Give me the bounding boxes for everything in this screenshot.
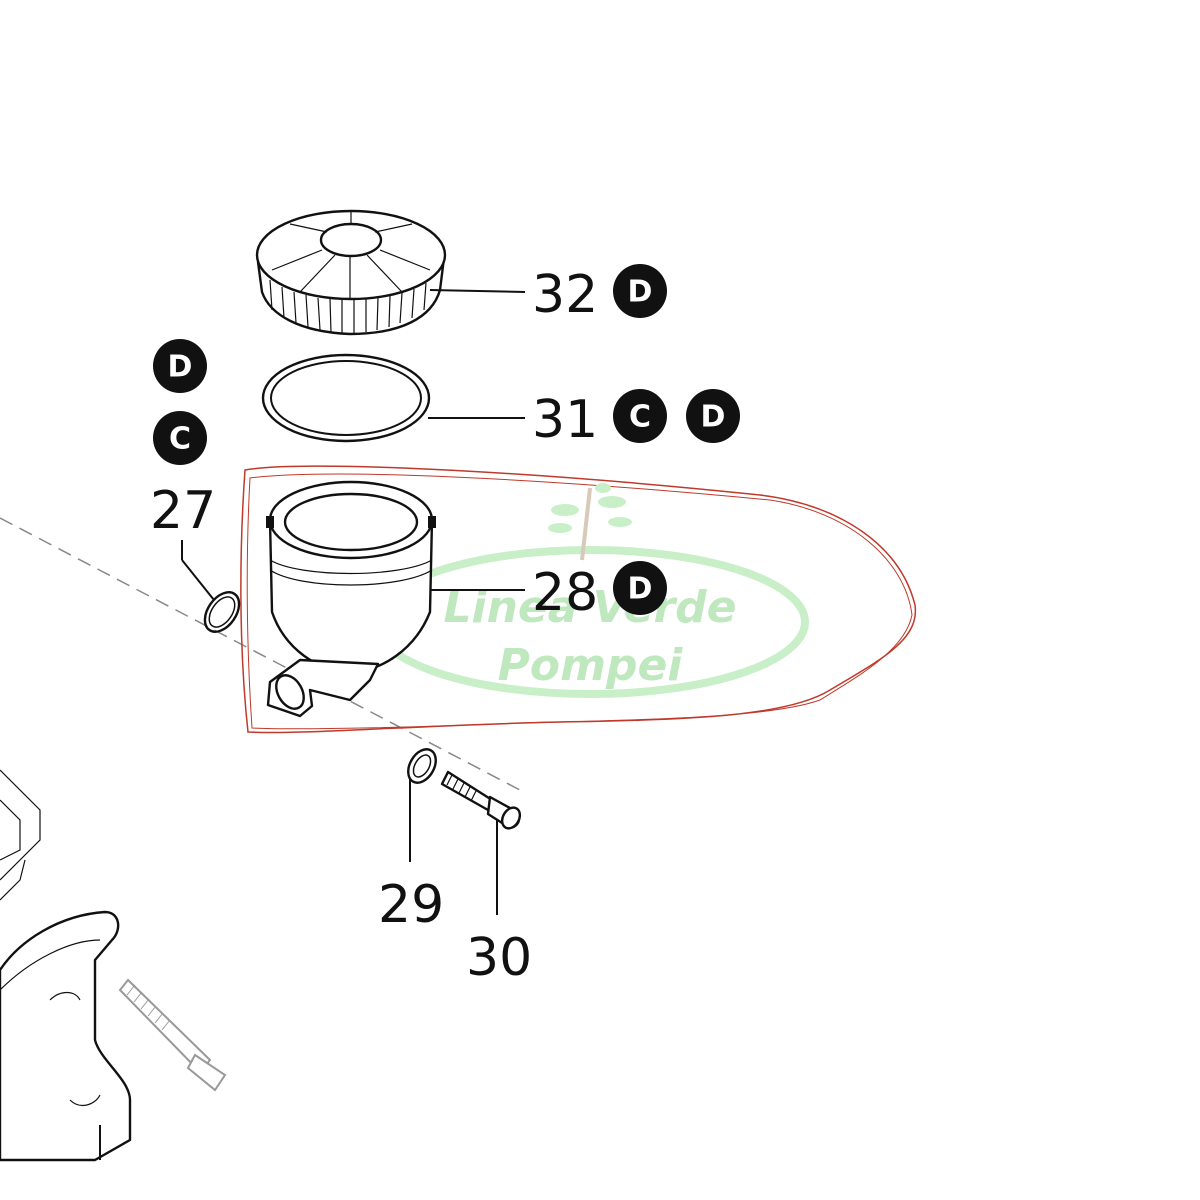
- badge-27-c: C: [153, 411, 207, 465]
- leader-32: [429, 289, 526, 293]
- badge-27-d: D: [153, 339, 207, 393]
- callout-32-number: 32: [532, 265, 598, 325]
- callout-28-number: 28: [532, 563, 598, 623]
- callout-30-number: 30: [466, 928, 532, 988]
- badge-28-d: D: [613, 561, 667, 615]
- bracket-bolt: [118, 978, 227, 1092]
- svg-text:D: D: [628, 572, 653, 607]
- axis-dashed-line: [0, 517, 521, 791]
- svg-text:C: C: [169, 422, 191, 457]
- svg-text:D: D: [628, 275, 653, 310]
- callout-27-number: 27: [150, 481, 216, 541]
- part-29-washer: [407, 748, 437, 784]
- tree-icon: [548, 483, 632, 561]
- part-32-cap: [255, 209, 447, 336]
- svg-text:D: D: [701, 400, 726, 435]
- svg-text:C: C: [629, 400, 651, 435]
- badge-32-d: D: [613, 264, 667, 318]
- badge-31-d: D: [686, 389, 740, 443]
- callout-31-number: 31: [532, 390, 598, 450]
- part-27-o-ring: [203, 591, 241, 633]
- watermark-line2: Pompei: [498, 640, 684, 691]
- highlight-outline-second-stroke: [246, 473, 913, 730]
- badge-31-c: C: [613, 389, 667, 443]
- leader-27-diag: [181, 559, 215, 601]
- part-28-reservoir: [266, 480, 436, 718]
- part-30-screw: [440, 770, 522, 830]
- highlight-outline: [240, 465, 917, 734]
- bracket-partial: [0, 769, 132, 1162]
- callout-29-number: 29: [378, 875, 444, 935]
- svg-text:D: D: [168, 350, 193, 385]
- part-31-seal-ring: [261, 353, 431, 443]
